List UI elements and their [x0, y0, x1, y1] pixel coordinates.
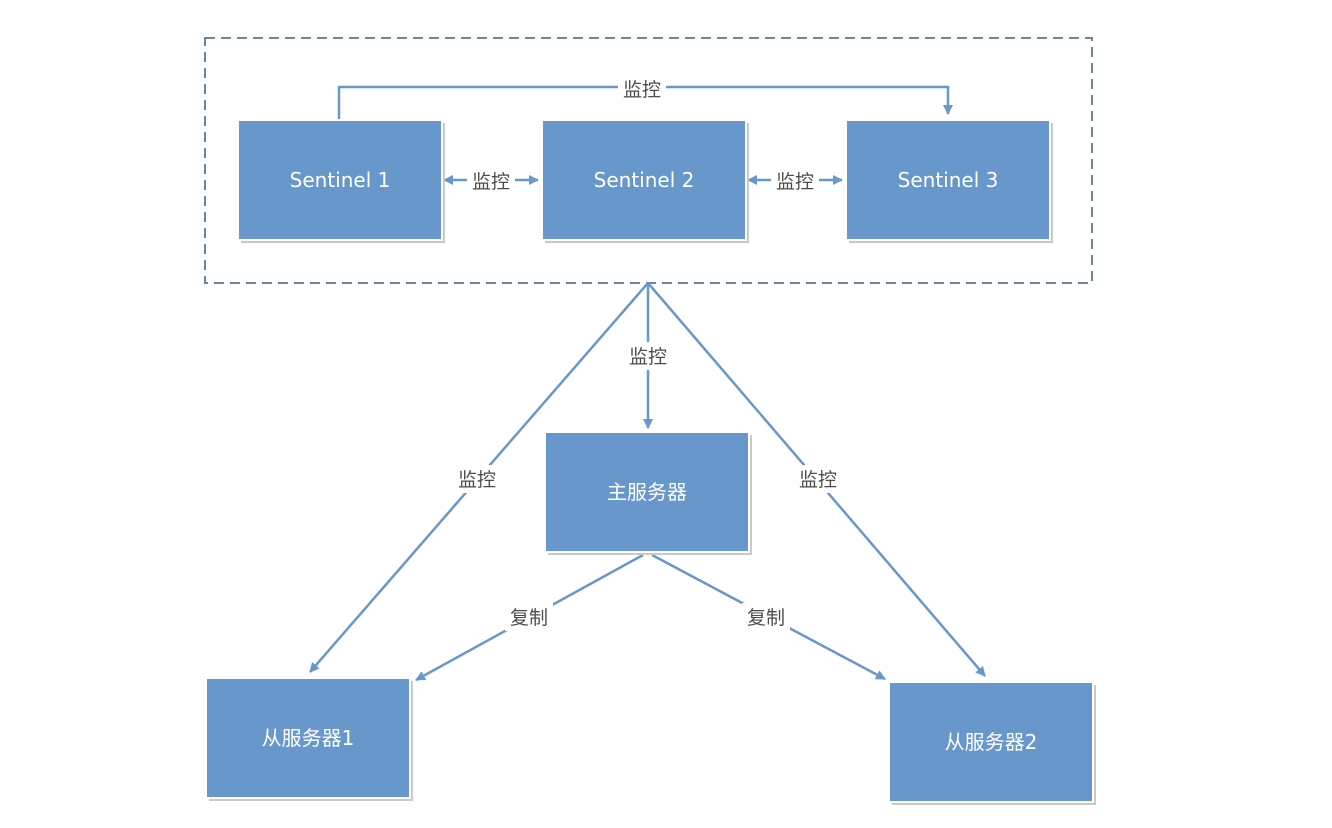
- node-label: Sentinel 1: [290, 168, 391, 192]
- node-master: 主服务器: [544, 431, 752, 555]
- node-label: Sentinel 2: [594, 168, 695, 192]
- edge-label-background: [742, 603, 790, 631]
- node-sentinel2: Sentinel 2: [541, 119, 749, 243]
- node-label: 从服务器1: [262, 726, 355, 750]
- node-sentinel3: Sentinel 3: [845, 119, 1053, 243]
- edge-label-background: [771, 167, 819, 195]
- edge-group-master: 监控: [624, 283, 672, 429]
- node-slave2: 从服务器2: [888, 681, 1096, 805]
- edge-group-slave1: 监控: [309, 282, 649, 673]
- node-sentinel1: Sentinel 1: [237, 119, 445, 243]
- edge-master-slave2: 复制: [651, 553, 886, 681]
- edge-label-background: [618, 75, 666, 103]
- edge-group-slave2: 监控: [647, 282, 986, 677]
- edge-s2-s3: 监控: [747, 167, 843, 195]
- node-label: 从服务器2: [945, 730, 1038, 754]
- edge-label-background: [467, 167, 515, 195]
- edge-s1-s2: 监控: [443, 167, 539, 195]
- edge-s1-s3: 监控: [337, 75, 953, 120]
- edge-label: 监控: [458, 469, 496, 491]
- edge-label: 复制: [747, 607, 785, 629]
- edge-master-slave1: 复制: [415, 553, 644, 682]
- node-box: [205, 677, 411, 799]
- edge-label: 监控: [623, 79, 661, 101]
- node-box: [237, 119, 443, 241]
- edge-label: 监控: [629, 346, 667, 368]
- edge-label-background: [794, 465, 842, 493]
- edge-label: 监控: [776, 171, 814, 193]
- node-box: [845, 119, 1051, 241]
- edge-label: 监控: [799, 469, 837, 491]
- edge-label: 监控: [472, 171, 510, 193]
- node-label: 主服务器: [607, 480, 687, 504]
- edge-label-background: [624, 342, 672, 370]
- node-label: Sentinel 3: [898, 168, 999, 192]
- node-box: [541, 119, 747, 241]
- node-slave1: 从服务器1: [205, 677, 413, 801]
- node-box: [888, 681, 1094, 803]
- edge-label-background: [453, 465, 501, 493]
- edge-label-background: [505, 603, 553, 631]
- node-box: [544, 431, 750, 553]
- edges-layer: 监控监控监控监控监控监控复制复制: [309, 75, 986, 682]
- edge-label: 复制: [510, 607, 548, 629]
